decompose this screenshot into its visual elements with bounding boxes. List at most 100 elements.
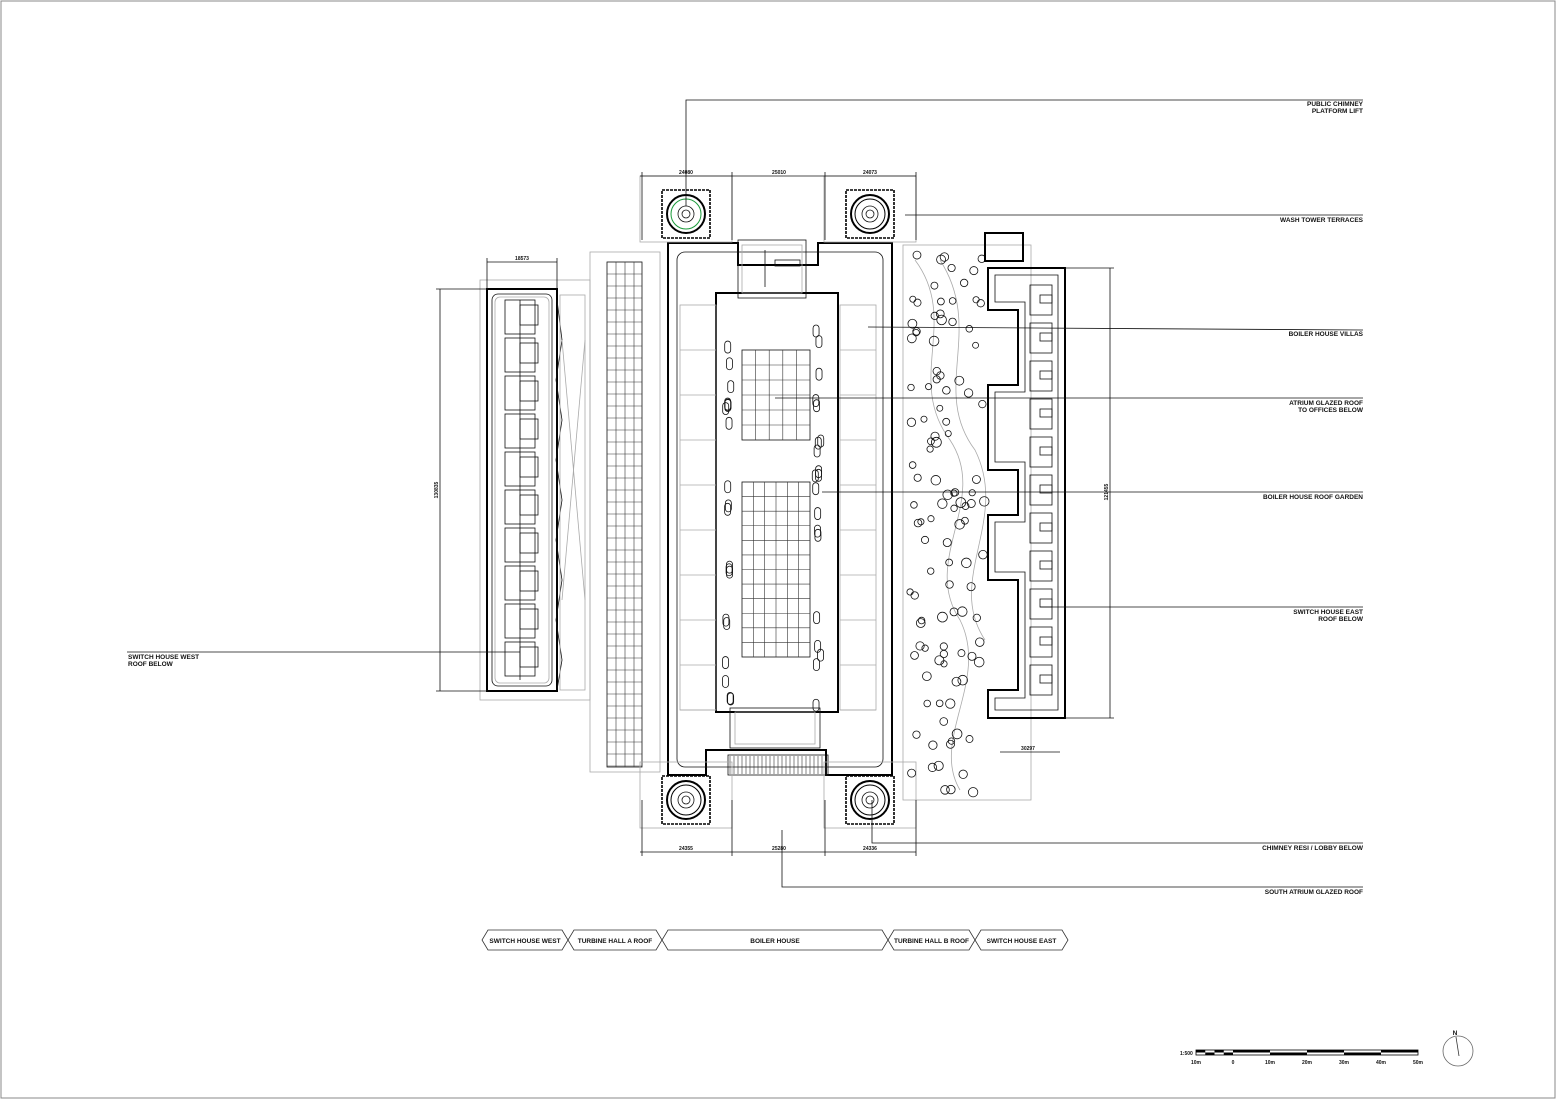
villa-room (1029, 398, 1053, 430)
tree-icon (966, 582, 976, 592)
villa-room-inner (519, 494, 539, 516)
scale-tick-label: 50m (1413, 1060, 1424, 1066)
tree-icon (957, 649, 966, 658)
atrium-glazed-roof-north (741, 349, 811, 441)
section-chevron (974, 929, 1069, 951)
villa-room (1029, 322, 1053, 354)
dim-bottom-2: 25280 (772, 846, 786, 852)
scale-tick-label: 10m (1265, 1060, 1276, 1066)
tree-icon (937, 498, 948, 509)
planter (722, 402, 730, 415)
dim-west-height: 130835 (434, 481, 440, 498)
tree-icon (954, 375, 965, 386)
label-chimney-resi: CHIMNEY RESI / LOBBY BELOW (1262, 845, 1364, 852)
dim-bottom-3: 24336 (863, 846, 877, 852)
chimney-base (823, 761, 917, 829)
villa-room (1029, 474, 1053, 506)
tree-icon (972, 341, 979, 349)
section-label: SWITCH HOUSE WEST (489, 938, 560, 945)
tree-icon (937, 611, 948, 623)
planter (817, 648, 824, 662)
tree-icon (972, 475, 981, 484)
villa-room (1029, 550, 1053, 582)
planter (813, 399, 820, 413)
tree-icon (939, 252, 950, 262)
tree-icon (951, 728, 963, 740)
villa-room (504, 451, 536, 487)
boiler-house (667, 239, 893, 776)
tree-icon (928, 335, 940, 347)
planter (727, 380, 735, 394)
tree-icon (927, 762, 937, 772)
label-boiler-villas: BOILER HOUSE VILLAS (1289, 331, 1364, 338)
label-public-chimney-2: PLATFORM LIFT (1312, 108, 1363, 115)
villa-room-inner (1039, 446, 1053, 456)
tree-icon (912, 250, 922, 260)
tree-icon (961, 557, 972, 569)
villa-room-inner (519, 418, 539, 440)
label-switch-east-1: SWITCH HOUSE EAST (1293, 609, 1363, 616)
chimney-square (845, 775, 895, 825)
villa-room (504, 299, 536, 335)
villa-room (504, 527, 536, 563)
planter (724, 399, 732, 412)
tree-icon (947, 263, 956, 273)
tree-icon (947, 737, 956, 745)
planter (725, 563, 733, 577)
chimney-flue (677, 791, 695, 809)
planter (812, 698, 820, 712)
tree-icon (912, 730, 921, 739)
chimney-base (639, 761, 733, 829)
tree-icon (913, 518, 923, 528)
planter (814, 507, 822, 520)
villa-room (1029, 626, 1053, 658)
villa-room-inner (1039, 332, 1053, 342)
tree-icon (923, 699, 931, 708)
chimney (639, 761, 733, 829)
tree-icon (936, 314, 947, 326)
planter (725, 416, 733, 430)
villa-room-inner (1039, 598, 1053, 608)
tree-icon (950, 504, 958, 512)
planter (724, 502, 732, 516)
tree-icon (957, 674, 968, 686)
section-label: BOILER HOUSE (750, 938, 800, 945)
tree-icon (922, 671, 932, 682)
tree-icon (933, 760, 944, 771)
north-needle (1455, 1036, 1460, 1057)
tree-icon (942, 538, 952, 548)
scale-segment (1381, 1050, 1418, 1053)
section-key-4: SWITCH HOUSE EAST (974, 929, 1069, 951)
villa-room (1029, 360, 1053, 392)
tree-icon (945, 580, 954, 589)
villa-room (504, 413, 536, 449)
planter (815, 335, 823, 349)
tree-icon (940, 785, 950, 795)
switch-house-west (479, 279, 591, 701)
planter (813, 658, 820, 672)
tree-icon (972, 613, 981, 622)
section-label: TURBINE HALL B ROOF (894, 938, 969, 945)
tree-icon (969, 266, 979, 276)
tree-icon (946, 739, 955, 749)
planter (724, 499, 732, 513)
section-key-2: BOILER HOUSE (661, 929, 889, 951)
tree-icon (925, 383, 933, 391)
section-key-3: TURBINE HALL B ROOF (887, 929, 976, 951)
villa-room-inner (519, 646, 539, 668)
tree-icon (920, 415, 928, 423)
chimney-ring-inner (854, 784, 886, 816)
tree-icon (966, 499, 976, 508)
chimney-ring (666, 780, 706, 820)
label-wash-tower: WASH TOWER TERRACES (1280, 217, 1364, 224)
lift-core (984, 232, 1024, 262)
tree-icon (978, 399, 987, 409)
tree-icon (907, 318, 918, 329)
north-circle (1442, 1035, 1474, 1067)
scale-tick-label: 10m (1191, 1060, 1202, 1066)
villa-room (504, 337, 536, 373)
tree-icon (915, 618, 926, 628)
tree-icon (931, 436, 942, 448)
